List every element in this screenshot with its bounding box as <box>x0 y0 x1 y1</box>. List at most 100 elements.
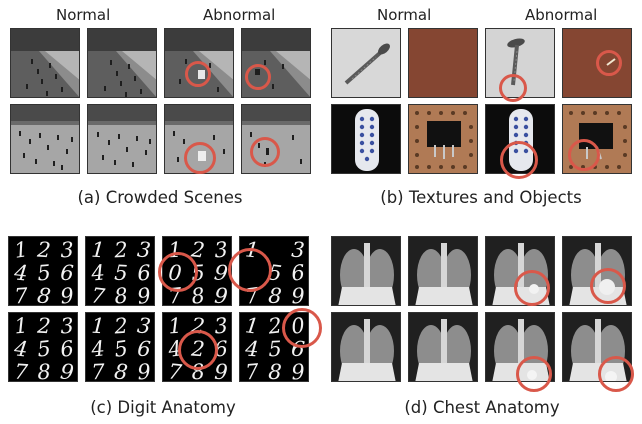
handwritten-digit: 7 <box>91 360 106 382</box>
handwritten-digit: 4 <box>243 336 259 361</box>
handwritten-digit: 9 <box>291 284 306 306</box>
header-left-normal: Normal <box>56 6 111 24</box>
handwritten-digit: 8 <box>190 283 207 306</box>
handwritten-digit: 3 <box>136 237 152 262</box>
crowd-tile-normal-1 <box>10 28 80 98</box>
handwritten-digit: 3 <box>60 238 75 263</box>
handwritten-digit: 6 <box>136 337 151 362</box>
handwritten-digit: 1 <box>90 238 105 263</box>
handwritten-digit: 2 <box>113 238 129 263</box>
screw-tile-normal <box>331 28 401 98</box>
leather-texture-image <box>409 29 477 97</box>
anomaly-circle <box>500 141 538 179</box>
handwritten-digit: 4 <box>12 260 29 285</box>
anomaly-circle <box>178 330 218 370</box>
handwritten-digit: 5 <box>36 336 52 361</box>
toothbrush-tile-normal <box>331 104 401 174</box>
handwritten-digit: 2 <box>36 314 52 339</box>
handwritten-digit: 4 <box>12 336 29 362</box>
handwritten-digit: 5 <box>114 261 129 286</box>
handwritten-digit: 9 <box>213 260 229 285</box>
handwritten-digit: 9 <box>213 284 228 306</box>
caption-textures-objects: (b) Textures and Objects <box>380 188 582 207</box>
handwritten-digit: 8 <box>267 284 282 306</box>
handwritten-digit: 9 <box>136 283 153 306</box>
caption-digit-anatomy: (c) Digit Anatomy <box>90 398 236 417</box>
handwritten-digit: 6 <box>136 261 151 286</box>
handwritten-digit: 1 <box>91 314 106 339</box>
handwritten-digit: 4 <box>89 260 105 285</box>
chest-xray-image <box>409 237 477 305</box>
handwritten-digit: 9 <box>290 360 305 382</box>
handwritten-digit: 2 <box>35 237 51 262</box>
anomaly-circle <box>158 252 198 292</box>
anomaly-circle <box>516 356 552 392</box>
handwritten-digit: 7 <box>167 359 183 382</box>
crowd-scene-image <box>11 105 79 173</box>
header-left-abnormal: Abnormal <box>203 6 276 24</box>
handwritten-digit: 8 <box>113 283 129 306</box>
handwritten-digit: 8 <box>36 283 52 306</box>
anomaly-circle <box>590 268 626 304</box>
chest-xray-image <box>332 313 400 381</box>
caption-crowded-scenes: (a) Crowded Scenes <box>77 188 243 207</box>
chest-xray-image <box>409 313 477 381</box>
handwritten-digit: 5 <box>36 260 51 285</box>
handwritten-digit: 1 <box>244 313 260 338</box>
anomaly-circle <box>185 61 211 87</box>
chest-xray-tile-abnormal-3 <box>485 312 555 382</box>
handwritten-digit: 7 <box>90 283 107 306</box>
handwritten-digit: 3 <box>291 238 306 263</box>
toothbrush-image <box>332 105 400 173</box>
crowd-tile-normal-4 <box>87 104 157 174</box>
crowd-tile-normal-3 <box>10 104 80 174</box>
handwritten-digit: 6 <box>214 337 229 362</box>
crowd-tile-abnormal-4 <box>241 104 311 174</box>
crowd-scene-image <box>88 105 156 173</box>
anomaly-circle <box>250 137 280 167</box>
handwritten-digit: 1 <box>13 237 30 263</box>
handwritten-digit: 9 <box>214 360 229 382</box>
screw-image <box>332 29 400 97</box>
header-right-normal: Normal <box>377 6 432 24</box>
handwritten-digit: 1 <box>13 313 28 338</box>
anomaly-circle <box>228 248 272 292</box>
anomaly-circle <box>184 142 216 174</box>
crowd-tile-normal-2 <box>87 28 157 98</box>
chest-xray-image <box>486 313 554 381</box>
grid-board-image <box>409 105 477 173</box>
handwritten-digit: 3 <box>213 313 229 338</box>
chest-xray-tile-normal-3 <box>331 312 401 382</box>
handwritten-digit: 2 <box>189 237 206 262</box>
chest-xray-image <box>332 237 400 305</box>
anomaly-circle <box>596 50 622 76</box>
caption-chest-anatomy: (d) Chest Anatomy <box>404 398 560 417</box>
handwritten-digit: 8 <box>268 360 283 382</box>
anomaly-circle <box>514 270 550 306</box>
handwritten-digit: 4 <box>89 336 106 361</box>
handwritten-digit: 9 <box>136 359 151 382</box>
handwritten-digit: 7 <box>13 284 29 306</box>
handwritten-digit: 7 <box>244 359 260 382</box>
handwritten-digit: 2 <box>266 313 283 338</box>
anomaly-circle <box>245 64 271 90</box>
handwritten-digit: 3 <box>136 313 152 338</box>
grid-tile-normal <box>408 104 478 174</box>
handwritten-digit: 1 <box>167 314 182 339</box>
handwritten-digit: 9 <box>59 359 75 382</box>
handwritten-digit: 6 <box>60 261 75 286</box>
handwritten-digit: 8 <box>37 360 52 382</box>
handwritten-digit: 9 <box>59 283 75 306</box>
anomaly-circle <box>282 308 322 348</box>
texture-tile-normal <box>408 28 478 98</box>
handwritten-digit: 5 <box>113 336 130 362</box>
